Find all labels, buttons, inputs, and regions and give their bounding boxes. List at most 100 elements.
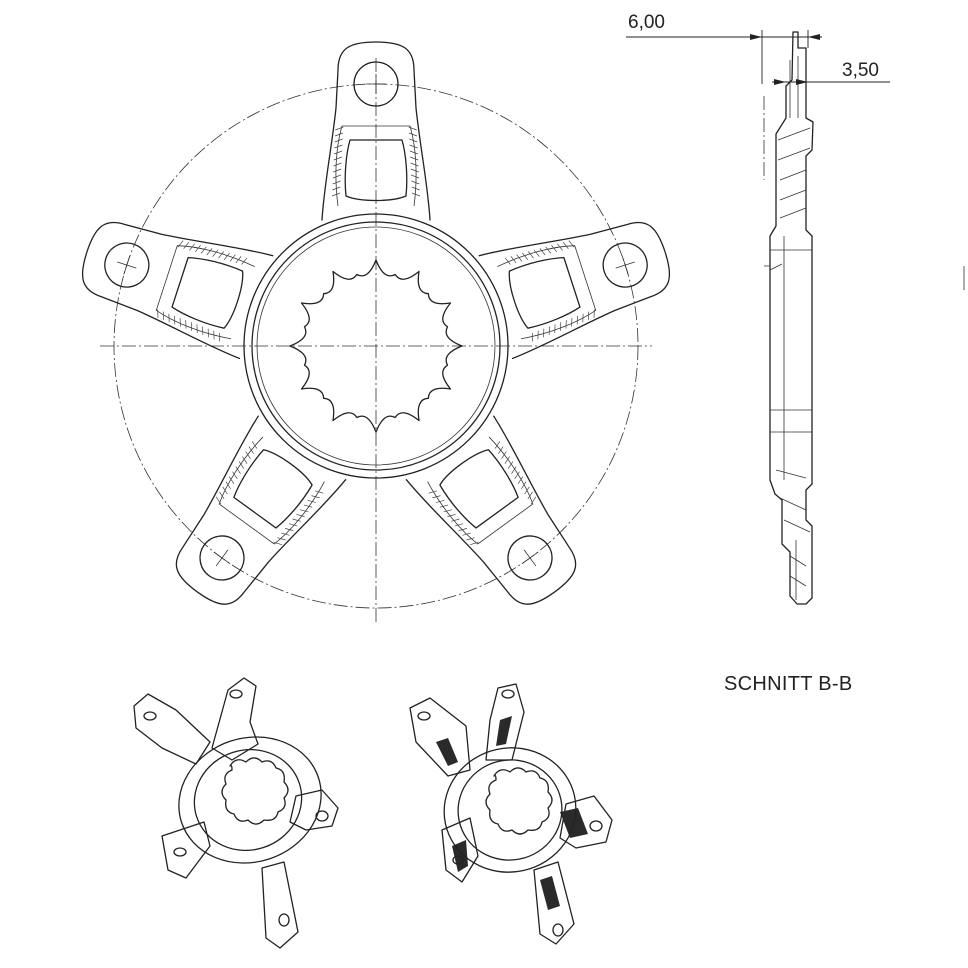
dimension-6-label: 6,00 (628, 12, 665, 33)
arm-rib (466, 537, 475, 541)
iso-plain-arm-right (289, 789, 339, 831)
arm-rib (545, 246, 552, 254)
arm-rib (222, 486, 228, 495)
arm-rib (218, 251, 225, 259)
arm-rib (194, 245, 201, 253)
spline-bore (289, 259, 463, 433)
arm-rib (229, 254, 236, 262)
arm-rib (157, 309, 159, 318)
bolt-hole (199, 535, 245, 581)
arm-rib (273, 542, 283, 546)
arm-rib (562, 241, 569, 250)
arm-rib (168, 313, 170, 323)
iso-mach-arm-lower-left (441, 817, 479, 883)
arm-rib (593, 309, 595, 318)
arm-rib (447, 513, 456, 517)
iso-view-plain (133, 677, 339, 949)
arm-rib (311, 495, 320, 499)
arm-rib (212, 249, 219, 257)
iso-mach-hole-1 (501, 689, 515, 699)
arm-pocket-edge (155, 245, 255, 340)
iso-mach-hub (443, 747, 577, 873)
bolt-hole-cross (215, 549, 229, 567)
bolt-hole (507, 535, 553, 581)
arm-rib (334, 132, 344, 137)
arm-outline (405, 415, 577, 605)
arm-rib (504, 257, 511, 265)
arm-rib (333, 156, 342, 161)
arm-rib (190, 322, 193, 331)
arm-rib (522, 252, 529, 260)
arm-rib (277, 537, 286, 541)
arm-rib (568, 240, 575, 248)
arm-rib (334, 144, 343, 149)
iso-mach-pocket-5 (540, 876, 560, 910)
spider-arm-2 (478, 221, 671, 360)
arm-rib (332, 174, 342, 179)
section-view: 6,00 3,50 (626, 12, 965, 605)
arm-rib (462, 532, 471, 536)
bolt-hole (353, 61, 399, 107)
arm-rib (582, 313, 584, 323)
iso-mach-arm-right (559, 795, 613, 849)
arm-rib (333, 168, 342, 173)
iso-plain-arm-bottom (261, 861, 299, 949)
arm-outline (478, 221, 671, 360)
arm-rib (232, 471, 238, 479)
arm-pocket-edge (335, 125, 417, 207)
arm-rib (248, 446, 254, 454)
arm-rib (516, 254, 523, 262)
iso-plain-hole-1 (229, 689, 243, 699)
arm-rib (177, 240, 184, 248)
arm-rib (521, 481, 527, 490)
arm-rib (183, 241, 190, 250)
arm-rib (539, 248, 546, 256)
hub-inner-ring (251, 221, 501, 471)
arm-rib (409, 144, 418, 149)
arm-rib (507, 461, 514, 469)
arm-rib (543, 328, 545, 338)
iso-plain-hole-2 (143, 711, 157, 721)
spider-arm-4 (175, 415, 347, 605)
arm-outline (175, 415, 347, 605)
iso-plain-hub (178, 736, 322, 864)
iso-mach-hole-2 (417, 711, 431, 721)
arm-rib (288, 523, 298, 527)
arm-pocket (508, 256, 581, 329)
dimension-6: 6,00 (626, 12, 822, 84)
iso-mach-spline (485, 767, 553, 835)
arm-rib (537, 330, 539, 340)
iso-plain-hole-3 (315, 810, 329, 822)
arm-rib (458, 528, 468, 531)
arm-rib (235, 466, 241, 474)
arm-pocket (171, 256, 244, 329)
arm-rib (251, 441, 258, 449)
arm-rib (331, 192, 341, 197)
arm-rib (332, 180, 341, 185)
iso-mach-pocket-1 (496, 716, 512, 746)
iso-mach-hole-5 (552, 923, 564, 937)
arm-rib (315, 490, 324, 494)
arm-rib (303, 504, 313, 508)
arm-rib (556, 243, 563, 251)
arm-pocket (439, 449, 519, 529)
arm-rib (219, 332, 221, 342)
front-view (81, 41, 671, 622)
section-outline (769, 31, 814, 605)
iso-mach-hole-3 (589, 820, 603, 832)
arm-rib (408, 126, 417, 131)
iso-plain-hub-inner (193, 748, 303, 852)
arm-rib (242, 456, 248, 464)
spider-arms (81, 41, 671, 605)
arm-rib (292, 518, 301, 522)
arm-rib (554, 324, 556, 333)
arm-rib (196, 324, 198, 333)
arm-rib (408, 132, 418, 137)
iso-plain-arm-lower-left (161, 821, 211, 879)
section-label: SCHNITT B-B (724, 673, 853, 695)
arm-pocket-edge (427, 436, 534, 545)
iso-plain-arm-left (133, 693, 211, 765)
arm-rib (238, 461, 245, 469)
arm-rib (296, 513, 305, 517)
